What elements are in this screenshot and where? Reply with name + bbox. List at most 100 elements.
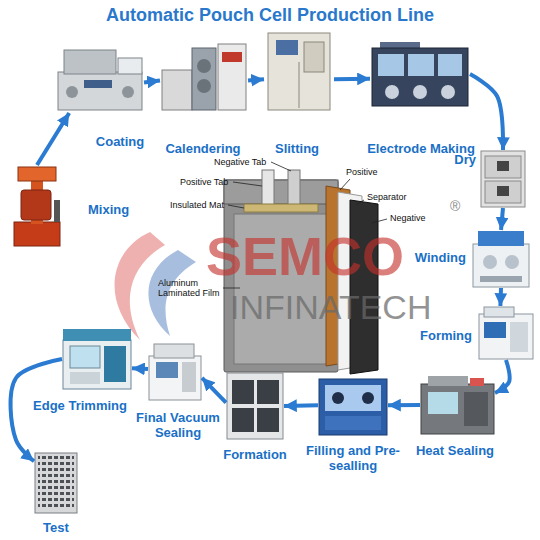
vacuum-sealing-machine [149, 344, 201, 400]
machine-part [149, 356, 201, 400]
machine-part [408, 54, 434, 76]
machine-part [483, 255, 497, 269]
step-label: Slitting [275, 141, 319, 156]
flow-arrow [248, 79, 264, 80]
process-step: Formation [226, 372, 284, 440]
machine-part [122, 86, 134, 98]
process-step: Winding [472, 230, 530, 288]
machine-part [257, 380, 279, 404]
process-step: Coating [56, 45, 144, 113]
machine-part [63, 329, 131, 341]
process-step: Electrode Making [370, 40, 470, 108]
machine-part [378, 54, 404, 76]
flow-arrow [132, 366, 148, 371]
machine-part [58, 72, 142, 110]
machine-part [319, 379, 387, 435]
step-label: Edge Trimming [33, 398, 127, 413]
machine-part [54, 200, 60, 222]
leader-line [356, 200, 364, 205]
machine-part [118, 58, 142, 74]
slitting-machine [268, 33, 330, 110]
machine-part [304, 42, 324, 72]
leader-line [271, 162, 291, 171]
flow-arrow [37, 113, 69, 165]
machine-part [484, 307, 514, 317]
flow-arrow [202, 378, 226, 403]
part-label: Insulated Mat [170, 200, 224, 210]
machine-part [84, 80, 112, 88]
step-label: Test [43, 520, 69, 535]
forming-machine [479, 307, 533, 359]
machine-part [38, 456, 74, 510]
machine-part [192, 48, 216, 110]
machine-part [325, 416, 381, 430]
machine-part [473, 244, 529, 287]
process-step: Filling and Pre-sealling [318, 378, 388, 436]
machine-part [480, 276, 522, 282]
process-step: Heat Sealing [420, 375, 495, 435]
step-label: Filling and Pre-sealling [305, 443, 401, 473]
step-label: Mixing [88, 202, 129, 217]
machine-part [484, 322, 506, 338]
machine-part [470, 378, 484, 386]
machine-part [428, 392, 458, 414]
machine-part [232, 380, 254, 404]
machine-part [70, 372, 100, 384]
machine-part [428, 376, 468, 386]
machine-part [162, 70, 192, 110]
machine-part [232, 408, 254, 432]
machine-part [222, 52, 242, 62]
coating-machine [58, 50, 142, 110]
step-label: Formation [223, 447, 287, 462]
machine-part [441, 85, 455, 99]
part-label: Positive [346, 167, 378, 177]
step-label: Winding [415, 250, 466, 265]
machine-part [21, 190, 51, 220]
step-label: Forming [420, 328, 472, 343]
watermark: ® [450, 198, 460, 214]
top-seal [224, 180, 338, 204]
part-label: Negative Tab [214, 157, 266, 167]
electrode-machine [372, 42, 468, 106]
machine-part [276, 40, 298, 55]
process-step: Edge Trimming [62, 328, 132, 390]
machine-part [154, 344, 194, 358]
machine-part [18, 167, 56, 181]
machine-part [70, 346, 100, 368]
machine-part [497, 186, 509, 196]
step-label: Calendering [165, 141, 240, 156]
flow-arrow [470, 74, 503, 150]
machine-part [63, 340, 131, 389]
process-step: Dry [480, 150, 526, 208]
negative-tab [288, 170, 300, 206]
machine-part [64, 50, 116, 74]
flow-arrow [498, 288, 503, 306]
leader-line [228, 205, 244, 208]
machine-part [197, 79, 211, 93]
watermark: INFINATECH [230, 288, 431, 326]
process-step: Mixing [12, 165, 62, 247]
step-label: Coating [96, 134, 144, 149]
step-label: Final Vacuum Sealing [128, 410, 228, 440]
edge-trimming-machine [63, 329, 131, 389]
machine-part [510, 322, 528, 352]
insulated-mat [244, 204, 318, 212]
machine-part [182, 362, 196, 392]
machine-part [197, 59, 211, 73]
machine-part [421, 384, 494, 434]
machine-part [227, 373, 283, 439]
machine-part [485, 156, 521, 178]
filling-glovebox [319, 379, 387, 435]
machine-part [385, 85, 399, 99]
machine-part [257, 408, 279, 432]
machine-part [485, 181, 521, 203]
machine-part [413, 85, 427, 99]
machine-part [479, 314, 533, 359]
flow-arrow [388, 403, 420, 407]
machine-part [505, 255, 519, 269]
machine-part [156, 362, 178, 378]
drying-oven [481, 151, 525, 207]
machine-part [362, 392, 374, 404]
process-step: Slitting [264, 30, 334, 112]
flow-arrow [501, 208, 503, 230]
